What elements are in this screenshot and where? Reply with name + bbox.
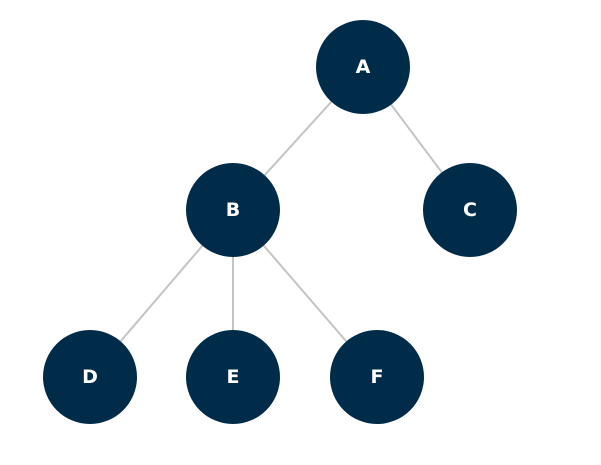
tree-nodes: A B C D E F: [43, 20, 517, 424]
node-circle-f: [330, 330, 424, 424]
node-c: C: [423, 163, 517, 257]
node-circle-e: [186, 330, 280, 424]
node-label-e: E: [227, 366, 240, 388]
node-label-d: D: [82, 366, 98, 388]
node-circle-a: [316, 20, 410, 114]
node-e: E: [186, 330, 280, 424]
node-f: F: [330, 330, 424, 424]
node-circle-d: [43, 330, 137, 424]
node-a: A: [316, 20, 410, 114]
node-circle-b: [186, 163, 280, 257]
node-label-f: F: [371, 366, 384, 388]
node-d: D: [43, 330, 137, 424]
node-label-a: A: [356, 56, 371, 78]
node-circle-c: [423, 163, 517, 257]
node-label-b: B: [226, 199, 240, 221]
node-b: B: [186, 163, 280, 257]
node-label-c: C: [463, 199, 477, 221]
tree-edges: [89, 66, 471, 378]
